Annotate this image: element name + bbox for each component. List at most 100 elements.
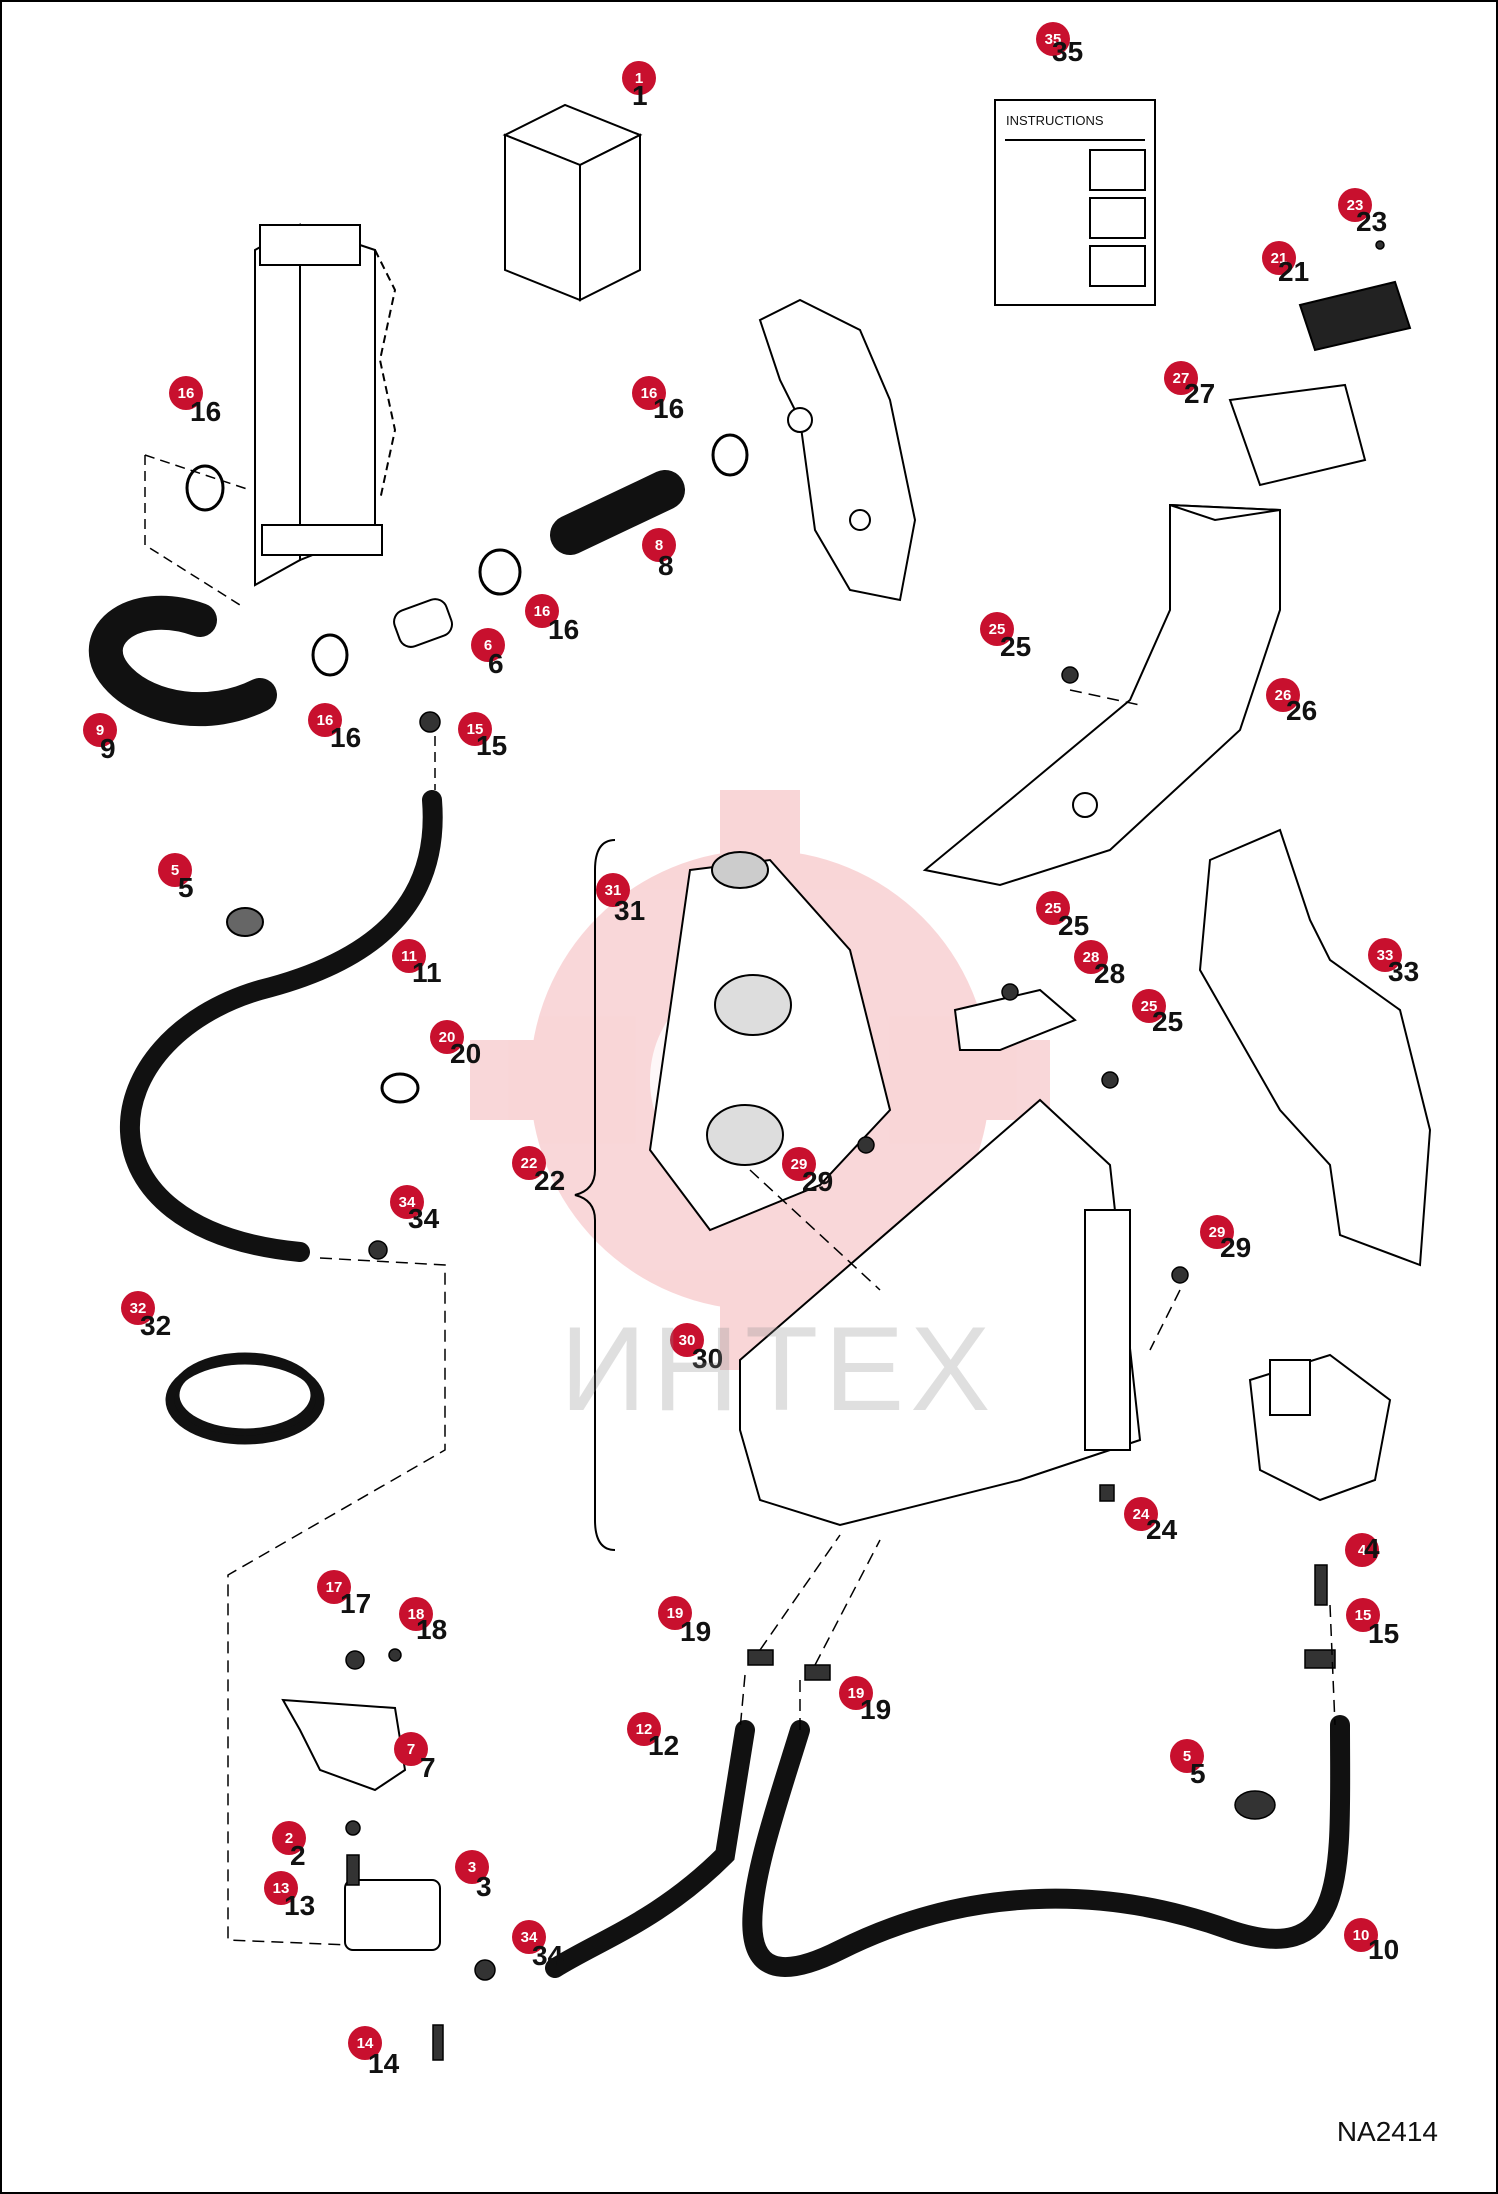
callout-badge: 16	[169, 376, 203, 410]
callout-badge: 15	[1346, 1598, 1380, 1632]
callout-ref: 18	[416, 1614, 448, 1645]
callout-badge: 31	[596, 873, 630, 907]
callout-ref: 31	[614, 895, 646, 926]
callout-badge: 4	[1345, 1533, 1379, 1567]
part-instructions	[994, 99, 1156, 306]
instructions-title: INSTRUCTIONS	[1006, 113, 1104, 128]
callout-badge: 13	[264, 1871, 298, 1905]
callout-ref: 2	[290, 1840, 306, 1871]
callout-ref: 33	[1388, 956, 1420, 987]
callout-ref: 16	[653, 393, 685, 424]
callout-badge: 14	[348, 2026, 382, 2060]
callout-badge: 6	[471, 628, 505, 662]
callout-ref: 5	[178, 872, 194, 903]
callout-badge: 33	[1368, 938, 1402, 972]
callout-ref: 25	[1000, 631, 1032, 662]
callout-ref: 12	[648, 1730, 680, 1761]
callout-badge: 18	[399, 1597, 433, 1631]
part-hose-10	[545, 1715, 1351, 1978]
callout-ref: 22	[534, 1165, 566, 1196]
callout-ref: 11	[412, 957, 442, 988]
callout-badge: 21	[1262, 241, 1296, 275]
callout-ref: 34	[532, 1940, 564, 1971]
bracket-brace	[574, 839, 616, 1551]
callout-ref: 16	[190, 396, 222, 427]
part-cover-30	[739, 1098, 1142, 1527]
callout-ref: 20	[450, 1038, 482, 1069]
callout-ref: 7	[420, 1752, 436, 1783]
part-hose-9	[88, 595, 277, 727]
part-radiator	[254, 223, 397, 587]
part-connector-6	[393, 598, 453, 648]
callout-badge: 26	[1266, 678, 1300, 712]
watermark-text: ИНТЕХ	[560, 1302, 997, 1436]
callout-badge: 17	[317, 1570, 351, 1604]
callout-badge: 16	[525, 594, 559, 628]
callout-badge: 34	[512, 1920, 546, 1954]
callout-ref: 29	[1220, 1232, 1252, 1263]
part-engine-top	[758, 298, 917, 602]
callout-badge: 29	[1200, 1215, 1234, 1249]
callout-ref: 19	[680, 1616, 712, 1647]
part-clamps	[185, 433, 749, 677]
callout-ref: 16	[548, 614, 580, 645]
callout-ref: 32	[140, 1310, 172, 1341]
callout-ref: 5	[1190, 1758, 1206, 1789]
callout-ref: 25	[1152, 1006, 1184, 1037]
callout-badge: 25	[1132, 989, 1166, 1023]
callout-ref: 29	[802, 1166, 834, 1197]
callout-badge: 12	[627, 1712, 661, 1746]
part-valve-3	[344, 1879, 441, 1951]
callout-ref: 4	[1364, 1533, 1380, 1564]
part-panel-33	[1198, 828, 1432, 1267]
callout-ref: 14	[368, 2048, 400, 2079]
callout-badge: 32	[121, 1291, 155, 1325]
callout-badge: 22	[512, 1146, 546, 1180]
callout-badge: 19	[658, 1596, 692, 1630]
callout-badge: 3	[455, 1850, 489, 1884]
callout-ref: 9	[100, 733, 116, 764]
callout-ref: 17	[340, 1588, 372, 1619]
callout-ref: 28	[1094, 958, 1126, 989]
callout-badge: 20	[430, 1020, 464, 1054]
callout-badge: 23	[1338, 188, 1372, 222]
callout-ref: 6	[488, 648, 504, 679]
leader-clamp-16b	[144, 454, 251, 491]
callout-badge: 34	[390, 1185, 424, 1219]
callout-badge: 2	[272, 1821, 306, 1855]
callout-badge: 9	[83, 713, 117, 747]
callout-ref: 30	[692, 1343, 724, 1374]
callout-badge: 1	[622, 61, 656, 95]
callout-ref: 8	[658, 550, 674, 581]
callout-badge: 30	[670, 1323, 704, 1357]
callout-ref: 26	[1286, 695, 1318, 726]
callout-badge: 16	[632, 376, 666, 410]
callout-badge: 35	[1036, 22, 1070, 56]
callout-ref: 19	[860, 1694, 892, 1725]
callout-badge: 25	[980, 612, 1014, 646]
part-outlet-27	[1228, 383, 1367, 487]
part-grille-21	[1298, 280, 1412, 352]
part-clamp-20	[380, 1072, 420, 1104]
callout-ref: 15	[1368, 1618, 1400, 1649]
callout-badge: 5	[1170, 1739, 1204, 1773]
callout-badge: 11	[392, 939, 426, 973]
callout-ref: 10	[1368, 1934, 1400, 1965]
callout-ref: 35	[1052, 36, 1084, 67]
callout-badge: 10	[1344, 1918, 1378, 1952]
callout-badge: 24	[1124, 1497, 1158, 1531]
part-hose-11	[119, 790, 443, 1262]
callout-ref: 25	[1058, 910, 1090, 941]
callout-badge: 27	[1164, 361, 1198, 395]
part-bracket-28	[953, 988, 1077, 1051]
callout-ref: 16	[330, 722, 362, 753]
callout-badge: 29	[782, 1147, 816, 1181]
callout-ref: 13	[284, 1890, 316, 1921]
leaders-lower	[739, 689, 1336, 1731]
callout-badge: 28	[1074, 940, 1108, 974]
callout-badge: 15	[458, 712, 492, 746]
callout-badge: 7	[394, 1732, 428, 1766]
part-hose-8	[550, 470, 685, 555]
